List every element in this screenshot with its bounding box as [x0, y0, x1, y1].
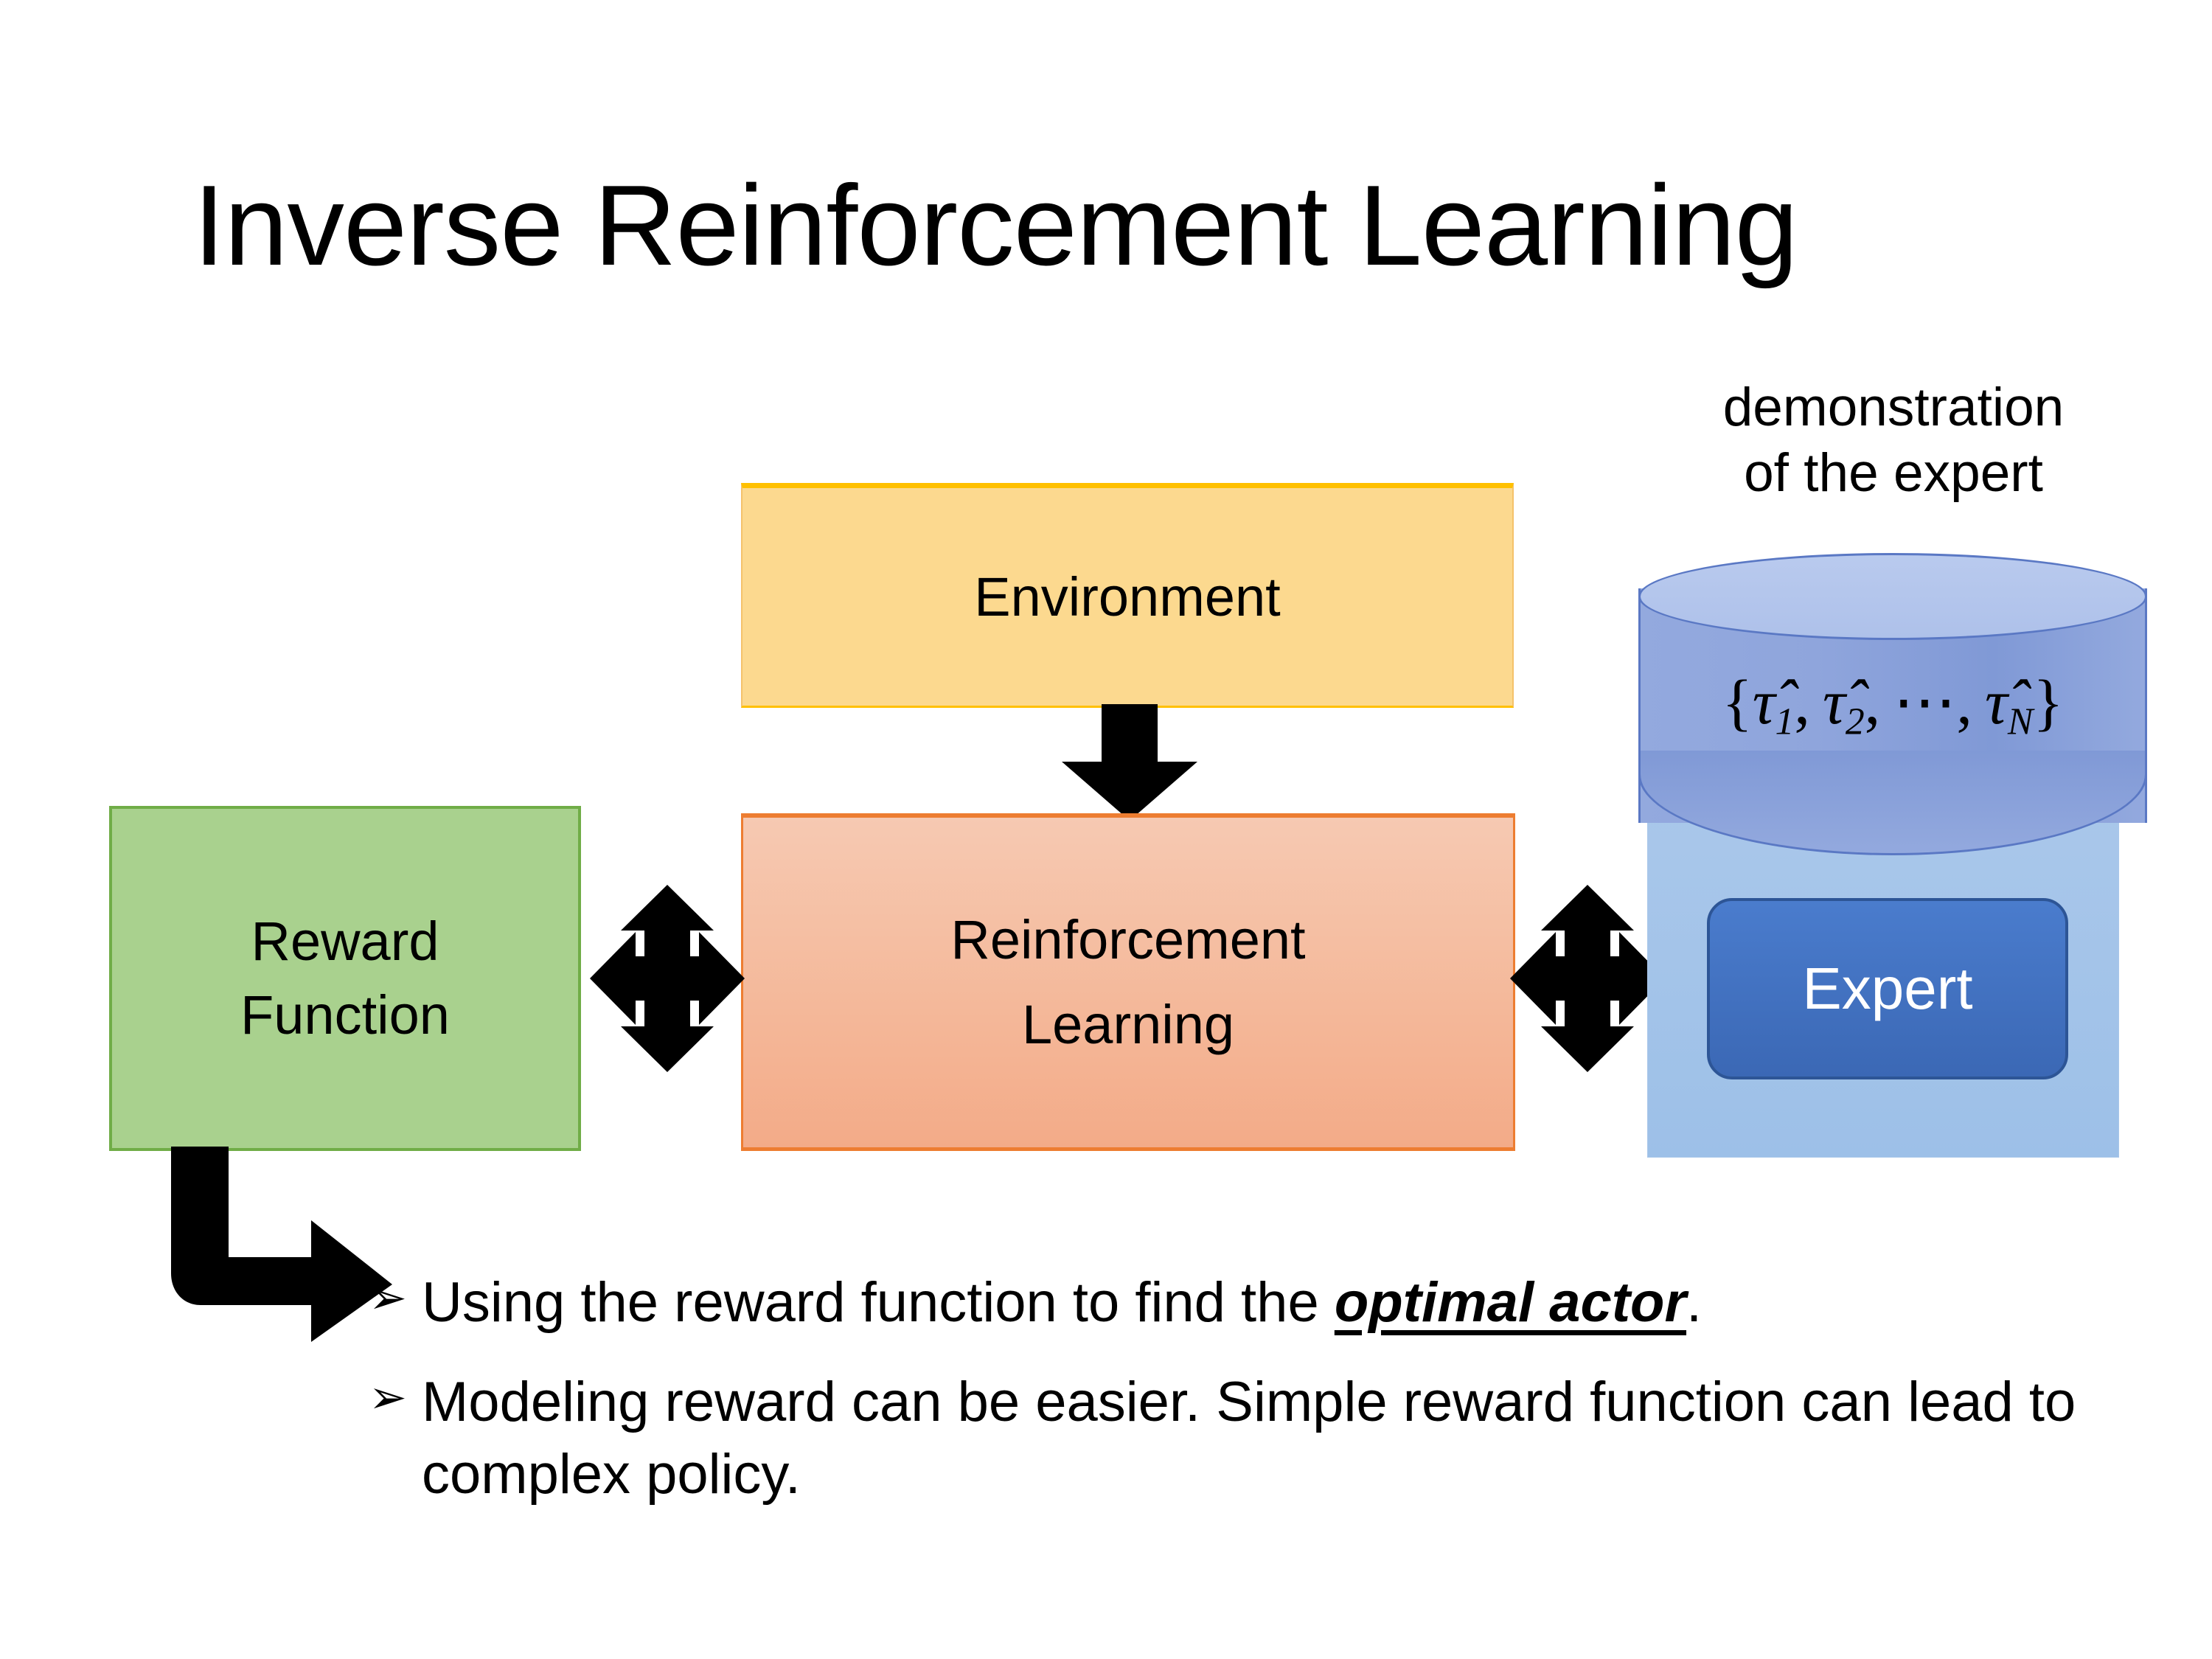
- demonstration-cylinder[interactable]: {τ̂1, τ̂2, ⋯, τ̂N}: [1638, 553, 2147, 855]
- tau-2: τ̂: [1823, 667, 1846, 737]
- environment-box[interactable]: Environment: [741, 483, 1514, 708]
- rl-expert-double-arrow-icon: [1510, 885, 1665, 1072]
- bullet-1-emphasis: optimal actor: [1334, 1271, 1687, 1334]
- rl-label-line1: Reinforcement: [950, 908, 1306, 970]
- formula-comma-3: ,: [1956, 667, 1972, 737]
- list-item[interactable]: ➢ Using the reward function to find the …: [369, 1267, 2138, 1338]
- bullet-1-text-before: Using the reward function to find the: [422, 1271, 1335, 1334]
- rl-label-line2: Learning: [1021, 993, 1234, 1055]
- page-title: Inverse Reinforcement Learning: [193, 161, 1798, 289]
- reward-to-bullets-bent-arrow: [171, 1147, 392, 1342]
- tau-N-subscript: N: [2007, 700, 2034, 743]
- cylinder-top-ellipse: [1638, 553, 2147, 640]
- reward-label-line2: Function: [240, 984, 450, 1046]
- environment-label: Environment: [974, 566, 1281, 627]
- demonstration-caption-line1: demonstration: [1722, 378, 2065, 437]
- set-close-brace: }: [2033, 667, 2064, 737]
- set-open-brace: {: [1722, 667, 1753, 737]
- cylinder-bottom: [1638, 751, 2147, 855]
- tau-N: τ̂: [1985, 667, 2008, 737]
- trajectory-set-formula: {τ̂1, τ̂2, ⋯, τ̂N}: [1638, 665, 2147, 743]
- reward-function-box[interactable]: Reward Function: [109, 806, 581, 1151]
- bullet-1-text-after: .: [1686, 1271, 1703, 1334]
- reward-rl-double-arrow-icon: [590, 885, 745, 1072]
- bullet-arrow-icon: ➢: [369, 1370, 407, 1425]
- tau-1-subscript: 1: [1775, 700, 1795, 743]
- demonstration-caption-line2: of the expert: [1744, 443, 2043, 504]
- bullet-arrow-icon: ➢: [369, 1270, 407, 1324]
- bullet-text-2: Modeling reward can be easier. Simple re…: [422, 1371, 2076, 1506]
- demonstration-caption: demonstration of the expert: [1635, 375, 2152, 506]
- expert-label: Expert: [1802, 956, 1973, 1021]
- reinforcement-learning-box[interactable]: Reinforcement Learning: [741, 813, 1515, 1151]
- tau-2-subscript: 2: [1845, 700, 1865, 743]
- formula-comma-1: ,: [1794, 667, 1810, 737]
- tau-1: τ̂: [1752, 667, 1775, 737]
- bullet-list: ➢ Using the reward function to find the …: [369, 1267, 2138, 1538]
- list-item[interactable]: ➢ Modeling reward can be easier. Simple …: [369, 1366, 2138, 1510]
- reward-label-line1: Reward: [251, 911, 439, 973]
- environment-to-rl-arrow: [1062, 704, 1197, 821]
- expert-box[interactable]: Expert: [1707, 898, 2068, 1079]
- formula-comma-2: ,: [1864, 667, 1881, 737]
- formula-ellipsis: ⋯: [1893, 667, 1957, 737]
- bullet-text-1: Using the reward function to find the op…: [422, 1267, 2138, 1338]
